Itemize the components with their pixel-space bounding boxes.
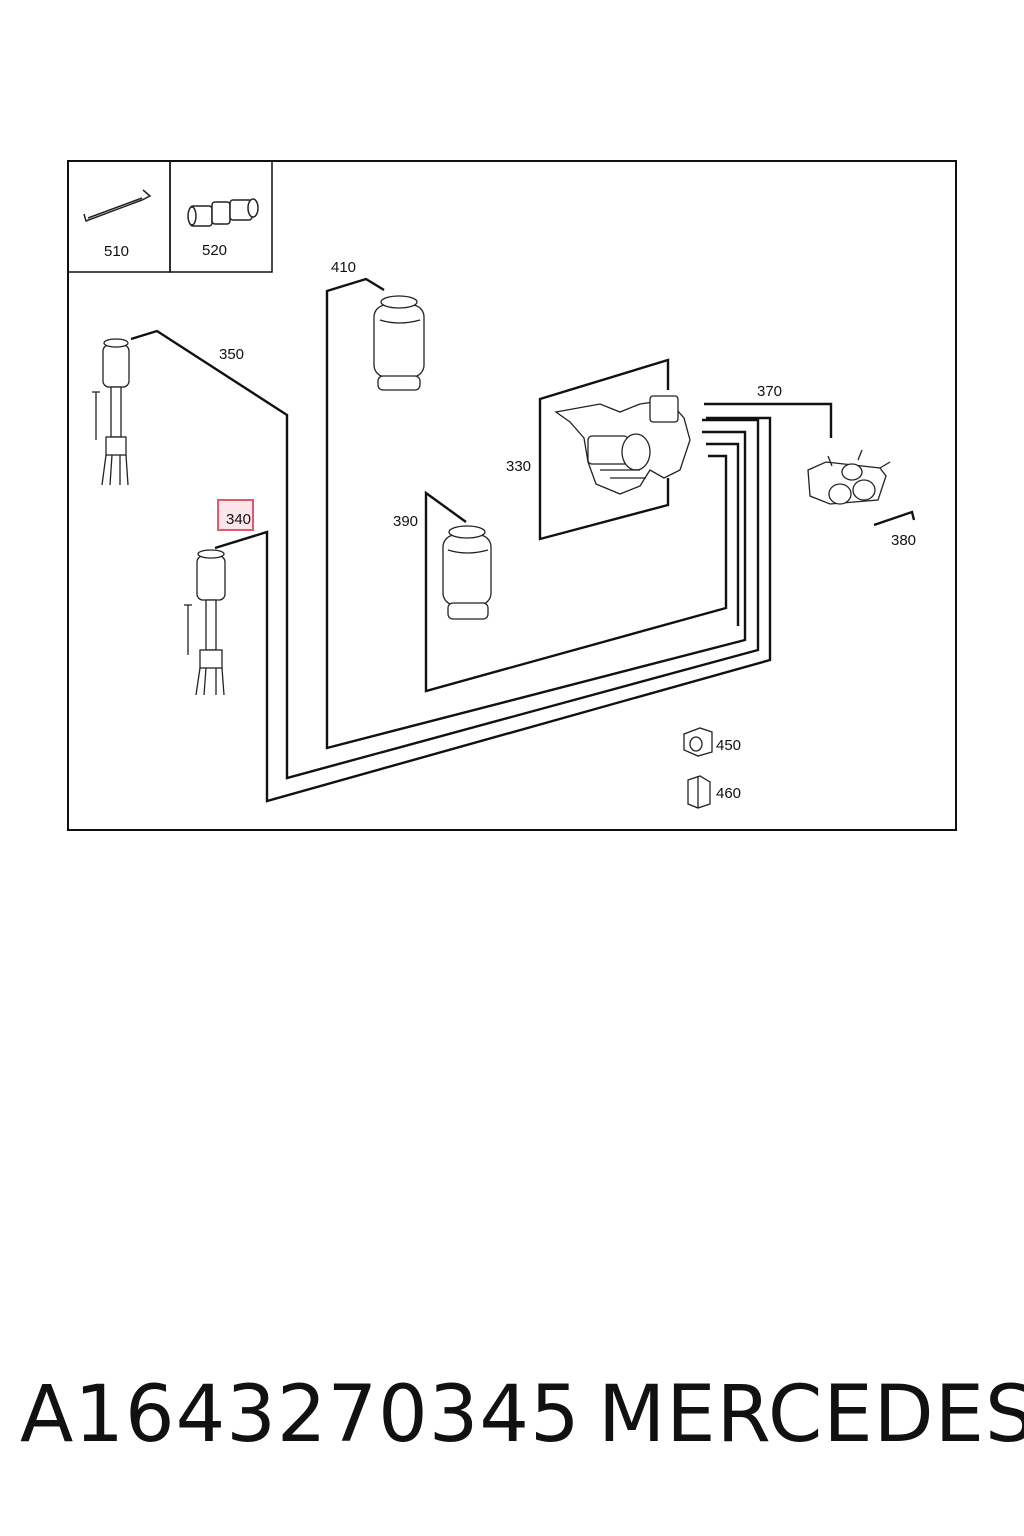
air-spring-410-icon [373,295,425,391]
callout-340[interactable]: 340 [226,511,251,528]
callout-350[interactable]: 350 [219,346,244,363]
sleeve-460-icon [687,775,711,809]
air-lines [130,277,916,803]
callout-460[interactable]: 460 [716,785,741,802]
diagram-frame [67,160,957,831]
parts-diagram: 510 520 410 350 370 330 340 390 380 450 … [67,160,957,831]
callout-390[interactable]: 390 [393,513,418,530]
connector-icon [187,198,259,227]
brand-name: MERCEDES [598,1370,1024,1460]
callout-380[interactable]: 380 [891,532,916,549]
air-spring-390-icon [442,525,492,620]
rod-icon [83,189,152,222]
callout-510[interactable]: 510 [104,243,129,260]
callout-520[interactable]: 520 [202,242,227,259]
clip-450-icon [683,727,713,757]
valve-block-icon [807,449,891,505]
inset-box-520 [169,160,273,273]
callout-410[interactable]: 410 [331,259,356,276]
callout-330[interactable]: 330 [506,458,531,475]
callout-450[interactable]: 450 [716,737,741,754]
callout-370[interactable]: 370 [757,383,782,400]
compressor-icon [554,395,691,495]
part-number: A1643270345 [20,1370,581,1460]
strut-350-icon [92,338,130,486]
highlight-box-340 [217,499,254,531]
strut-340-icon [184,549,226,696]
